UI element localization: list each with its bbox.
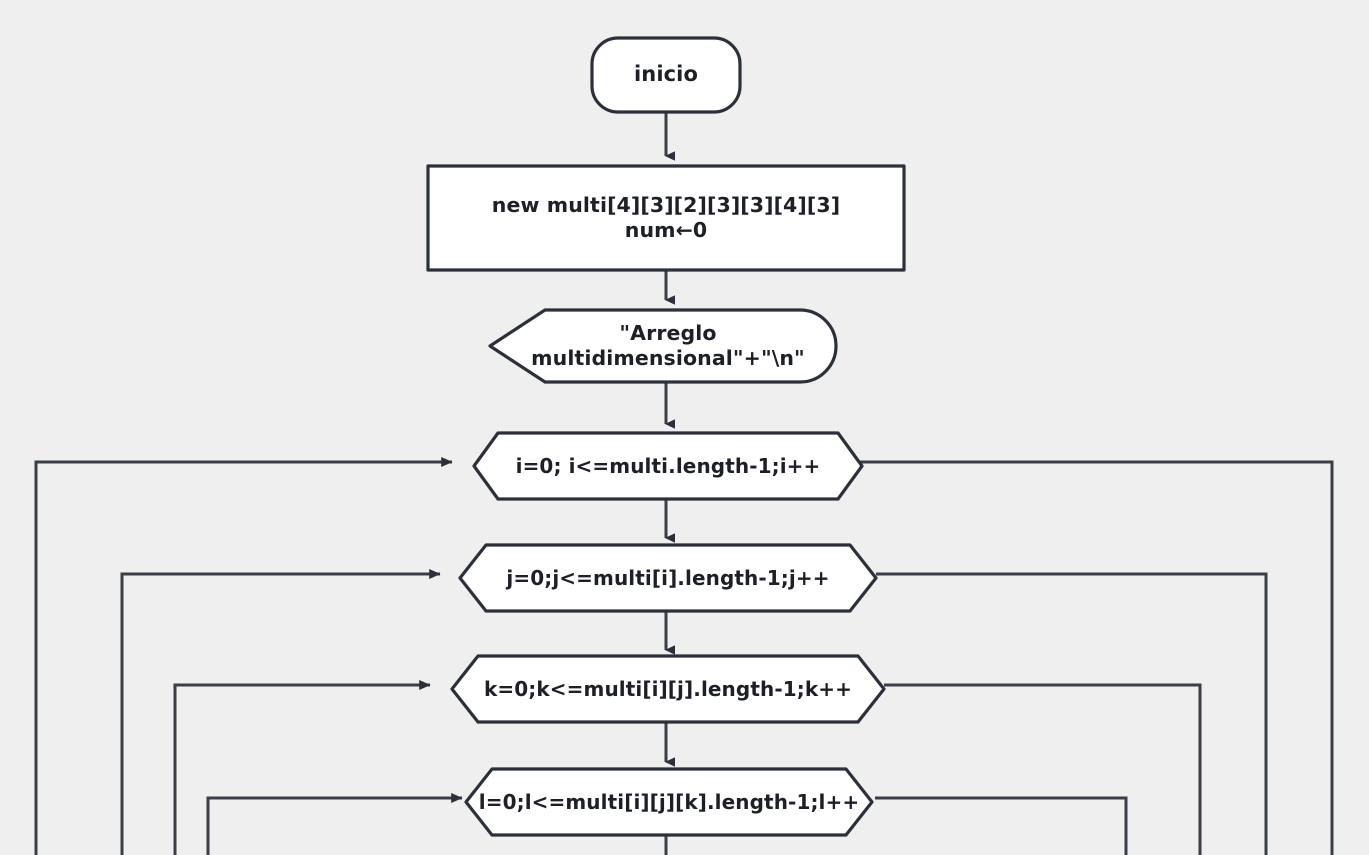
node-loop-k-shape[interactable]	[450, 654, 886, 724]
node-start-shape[interactable]	[590, 36, 742, 114]
node-loop-j-shape[interactable]	[458, 543, 878, 613]
connector-loop-l-return	[206, 793, 1128, 855]
connector-loop-j-return	[120, 569, 1268, 855]
node-declare-shape[interactable]	[426, 164, 906, 272]
node-output-shape[interactable]	[488, 308, 838, 384]
connector-loop-i-return	[34, 457, 1334, 855]
node-loop-i-shape[interactable]	[472, 431, 864, 501]
node-loop-l-shape[interactable]	[464, 767, 874, 837]
connector-loop-k-return	[173, 680, 1202, 855]
